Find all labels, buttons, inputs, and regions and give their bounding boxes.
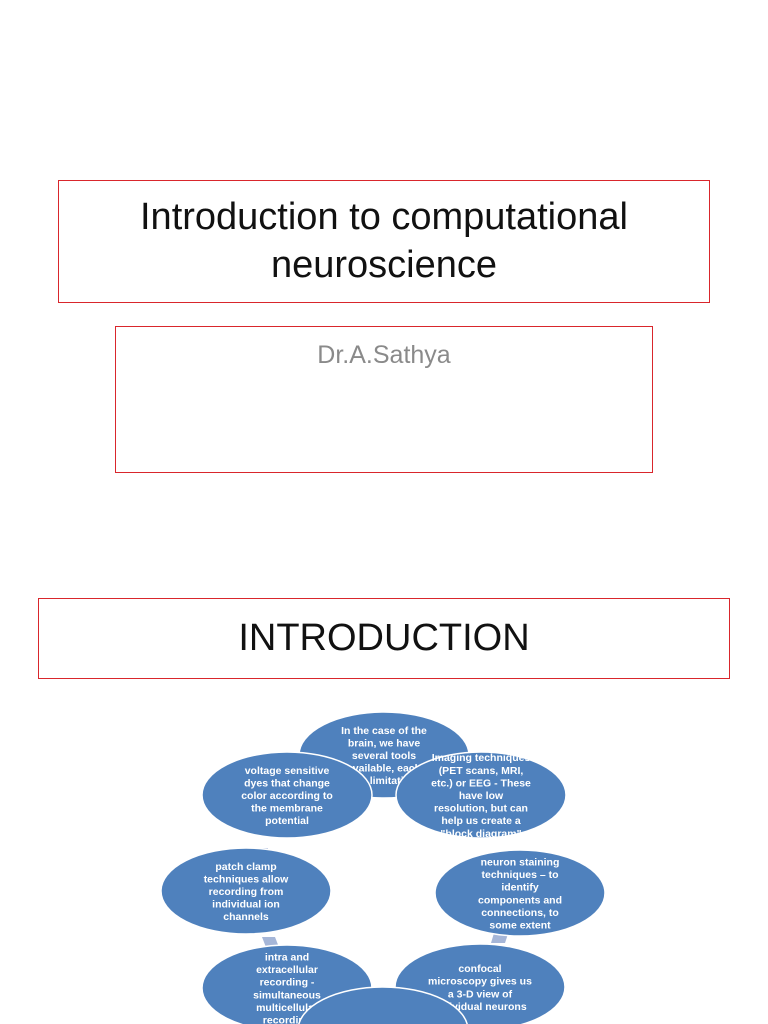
cycle-node-line: microscopy gives us <box>428 976 532 988</box>
cycle-node: Imaging techniques(PET scans, MRI,etc.) … <box>395 751 567 840</box>
cycle-node-shape <box>395 751 567 839</box>
cycle-node-line: some extent <box>489 920 551 932</box>
slide1-title-box: Introduction to computational neuroscien… <box>58 180 710 303</box>
cycle-node-shape <box>298 986 468 1024</box>
cycle-node-line: dyes that change <box>244 777 330 789</box>
cycle-node-line: Imaging techniques <box>432 752 531 764</box>
cycle-node-line: connections, to <box>481 907 559 919</box>
cycle-node-line: (PET scans, MRI, <box>439 765 524 777</box>
cycle-node-text: Imaging techniques(PET scans, MRI,etc.) … <box>431 752 531 840</box>
slide1-subtitle: Dr.A.Sathya <box>317 341 451 369</box>
cycle-node: Radioactive tracers <box>298 986 468 1024</box>
cycle-node-line: a 3-D view of <box>448 988 513 1000</box>
cycle-node-line: etc.) or EEG - These <box>431 777 531 789</box>
cycle-node-line: several tools <box>352 750 416 762</box>
cycle-node-line: components and <box>478 894 562 906</box>
cycle-node-line: voltage sensitive <box>245 765 330 777</box>
cycle-node-shape <box>434 849 606 937</box>
slide1-subtitle-box: Dr.A.Sathya <box>115 326 653 473</box>
cycle-node-line: brain, we have <box>348 737 421 749</box>
slide1-title: Introduction to computational neuroscien… <box>140 196 628 286</box>
cycle-node-line: the membrane <box>251 803 323 815</box>
cycle-node-line: patch clamp <box>215 861 276 873</box>
cycle-node-line: have low <box>459 790 504 802</box>
cycle-node-line: extracellular <box>256 964 318 976</box>
cycle-node-line: identify <box>501 882 538 894</box>
cycle-node-line: neuron staining <box>481 857 560 869</box>
cycle-node-line: simultaneous <box>253 989 321 1001</box>
slide2-title: INTRODUCTION <box>238 617 530 659</box>
cycle-node-line: potential <box>265 815 309 827</box>
cycle-node-line: recording from <box>209 886 284 898</box>
cycle-node-line: confocal <box>458 963 501 975</box>
cycle-node-shape <box>201 751 373 839</box>
cycle-node-shape <box>160 847 332 935</box>
cycle-node-line: recording <box>263 1015 311 1024</box>
cycle-node-line: individual ion <box>212 899 280 911</box>
cycle-node-line: channels <box>223 911 269 923</box>
cycle-node-line: techniques allow <box>204 873 289 885</box>
cycle-node-line: intra and <box>265 952 309 964</box>
cycle-node-line: multicellular <box>256 1002 318 1014</box>
cycle-node-line: techniques – to <box>481 869 558 881</box>
cycle-node-line: "block diagram" <box>440 828 521 840</box>
cycle-node-line: In the case of the <box>341 725 427 737</box>
slide2-title-box: INTRODUCTION <box>38 598 730 679</box>
cycle-node-line: resolution, but can <box>434 803 528 815</box>
cycle-node-line: help us create a <box>441 815 521 827</box>
cycle-node-line: recording - <box>260 977 315 989</box>
cycle-node-line: available, each <box>347 763 421 775</box>
cycle-node-line: color according to <box>241 790 333 802</box>
